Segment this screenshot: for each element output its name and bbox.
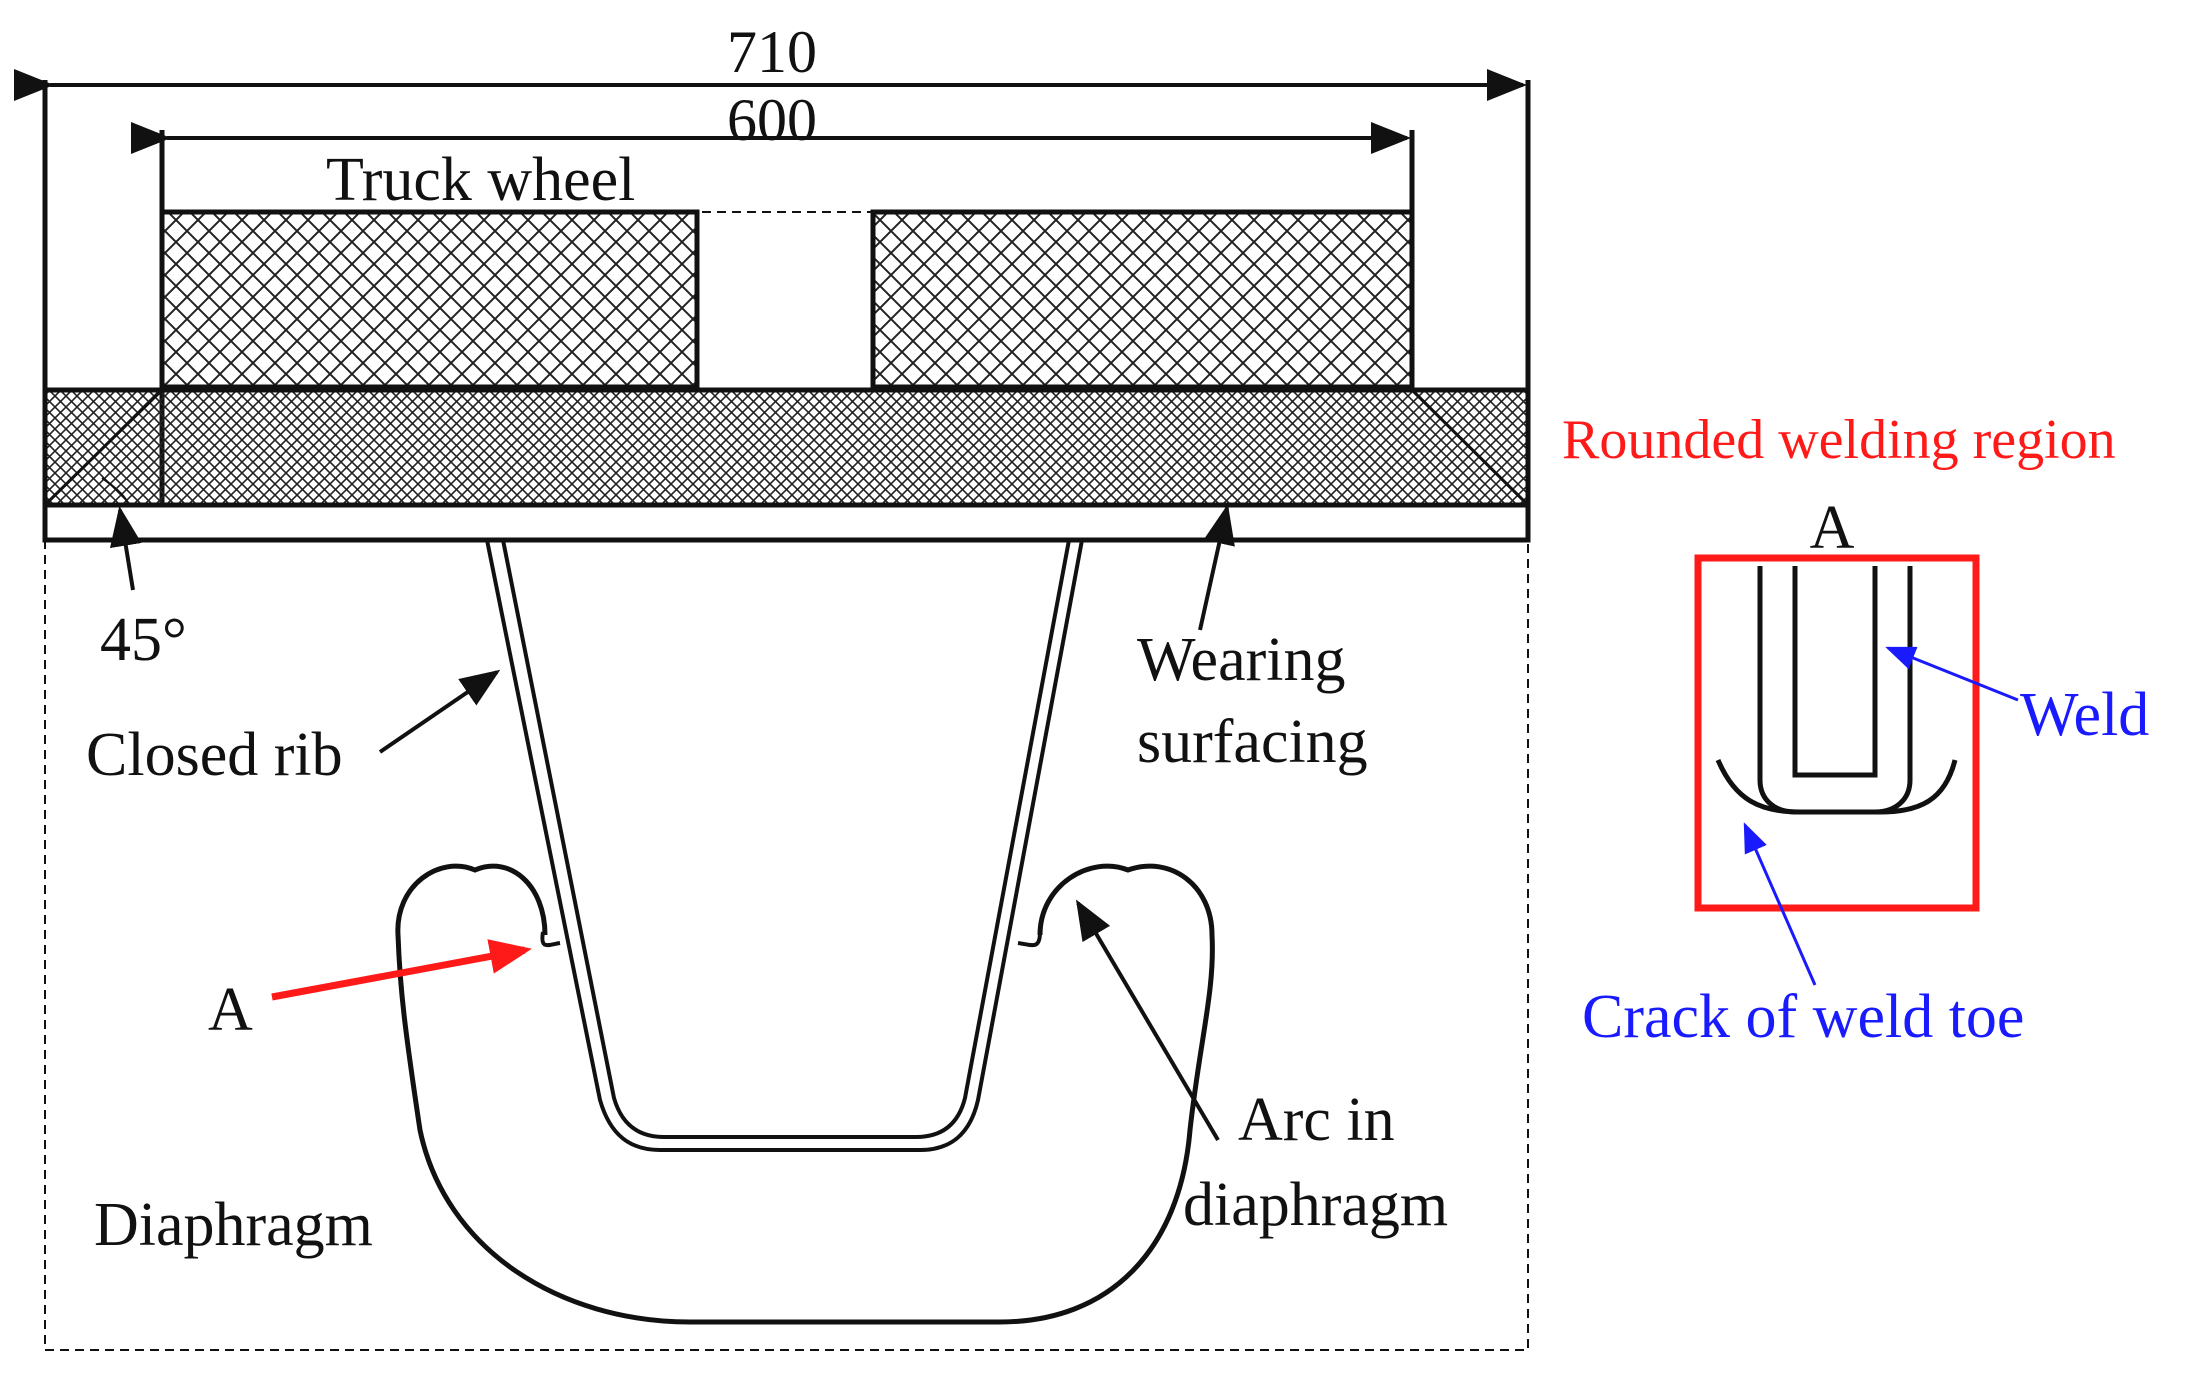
arrow-wearing-surfacing bbox=[1198, 504, 1235, 631]
detail-frame bbox=[1694, 554, 1980, 912]
angle-tick bbox=[101, 477, 129, 504]
detail-arrow-crack bbox=[1743, 822, 1817, 986]
arrow-arc bbox=[1075, 899, 1220, 1142]
detail-title: Rounded welding region bbox=[1562, 409, 2116, 471]
wearing-surfacing-label-line2: surfacing bbox=[1137, 708, 1368, 776]
closed-rib-label: Closed rib bbox=[86, 721, 343, 789]
angle-label: 45° bbox=[100, 606, 187, 674]
diaphragm-outline bbox=[44, 540, 1529, 1351]
diaphragm-label: Diaphragm bbox=[94, 1191, 373, 1259]
dimension-710-label: 710 bbox=[727, 19, 817, 85]
leader-arrows bbox=[101, 477, 1235, 1142]
detail-rib-inner bbox=[1792, 566, 1878, 778]
arrow-angle bbox=[109, 506, 142, 591]
arrow-point-a bbox=[271, 939, 532, 1001]
point-a-label: A bbox=[208, 976, 253, 1044]
truck-wheel-label: Truck wheel bbox=[326, 146, 635, 214]
detail-diaphragm-arc bbox=[1715, 759, 1958, 815]
arc-label-line2: diaphragm bbox=[1183, 1171, 1448, 1239]
wearing-layer bbox=[42, 387, 1531, 508]
detail-a: Rounded welding region A Weld Crack of w… bbox=[1562, 409, 2149, 1051]
dimension-600-label: 600 bbox=[727, 87, 817, 153]
detail-weld-label: Weld bbox=[2020, 681, 2149, 749]
truck-wheel bbox=[159, 209, 1415, 390]
tyre-right bbox=[870, 209, 1415, 390]
diaphragm-cutout bbox=[395, 863, 1215, 1325]
tyre-left bbox=[159, 209, 700, 390]
arc-label-line1: Arc in bbox=[1238, 1086, 1395, 1154]
wearing-surfacing-label-line1: Wearing bbox=[1137, 626, 1345, 694]
deck-plate bbox=[42, 502, 1531, 543]
dimension-710 bbox=[14, 69, 1531, 390]
detail-point-a-label: A bbox=[1810, 494, 1855, 562]
closed-rib bbox=[485, 539, 1084, 1152]
arrow-closed-rib bbox=[378, 669, 501, 754]
detail-arrow-weld bbox=[1885, 646, 2019, 702]
detail-crack-label: Crack of weld toe bbox=[1582, 983, 2024, 1051]
